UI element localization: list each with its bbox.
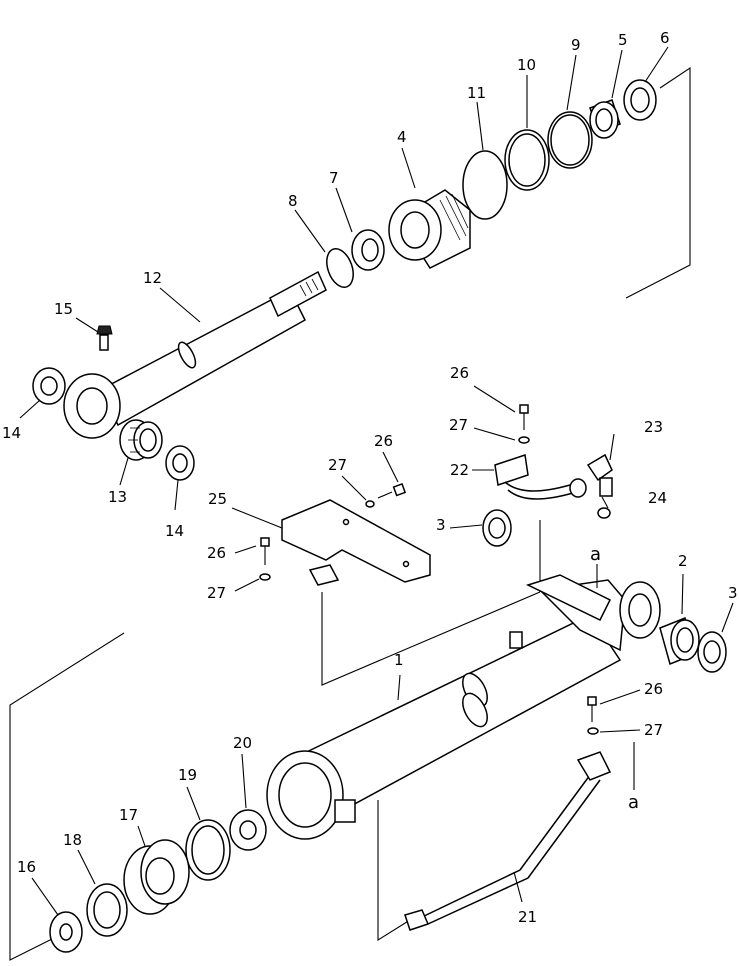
callout-label-16: 16 [17,858,36,876]
callout-label-19: 19 [178,766,197,784]
callout-label-7: 7 [329,169,339,187]
o-ring-part-9 [547,111,593,169]
callout-label-26: 26 [644,680,663,698]
dust-seal-part-6 [623,79,657,121]
callout-label-20: 20 [233,734,252,752]
tube-part-21 [404,751,612,931]
bushing-part-13 [119,419,163,461]
leader-lines [19,46,734,916]
tube-part-22 [494,454,587,500]
o-ring-part-24 [597,507,611,519]
bushing-part-5 [589,99,621,139]
callout-label-4: 4 [397,128,407,146]
callout-label-24: 24 [648,489,667,507]
bolt-part-26-a [518,404,530,444]
callout-label-26: 26 [207,544,226,562]
callout-label-22: 22 [450,461,469,479]
callout-label-3: 3 [728,584,738,602]
cylinder-head-part-4 [388,189,471,269]
cylinder-tube-part-1 [266,574,661,840]
bolt-part-26-d [587,696,599,735]
group-bracket-lines [9,66,691,961]
dust-seal-part-14-right [165,445,195,481]
callout-label-5: 5 [618,31,628,49]
cover-part-25 [281,499,431,586]
connection-mark: a [590,544,601,565]
ring-part-18 [86,883,128,937]
callout-label-27: 27 [207,584,226,602]
callout-label-26: 26 [374,432,393,450]
callout-label-21: 21 [518,908,537,926]
bushing-part-2 [659,616,700,666]
bushing-part-7 [351,229,385,271]
backup-ring-part-10 [504,129,550,191]
dust-seal-part-14-left [32,367,66,405]
callout-label-26: 26 [450,364,469,382]
elbow-part-23 [586,453,613,497]
callout-label-25: 25 [208,490,227,508]
piston-rod-part-12 [63,270,327,439]
callout-label-3: 3 [436,516,446,534]
nut-part-20 [229,809,267,851]
callout-label-15: 15 [54,300,73,318]
callout-label-10: 10 [517,56,536,74]
callout-label-27: 27 [449,416,468,434]
snap-ring-part-8 [326,248,354,288]
wear-ring-part-19 [185,819,231,881]
callout-label-13: 13 [108,488,127,506]
bolt-part-26-b [365,482,407,508]
dust-seal-part-3-left [482,509,512,547]
callout-label-1: 1 [394,651,404,669]
bolt-part-26-c [259,537,271,581]
callout-label-18: 18 [63,831,82,849]
callout-label-2: 2 [678,552,688,570]
plate-part-16 [49,911,83,953]
callout-label-12: 12 [143,269,162,287]
o-ring-part-11 [462,150,508,220]
callout-label-14: 14 [2,424,21,442]
dust-seal-part-3-right [697,631,727,673]
callout-label-11: 11 [467,84,486,102]
callout-label-14: 14 [165,522,184,540]
callout-label-27: 27 [328,456,347,474]
connection-mark: a [628,792,639,813]
callout-label-9: 9 [571,36,581,54]
callout-label-23: 23 [644,418,663,436]
piston-part-17 [123,839,190,915]
callout-label-27: 27 [644,721,663,739]
callout-label-17: 17 [119,806,138,824]
callout-label-6: 6 [660,29,670,47]
callout-label-8: 8 [288,192,298,210]
